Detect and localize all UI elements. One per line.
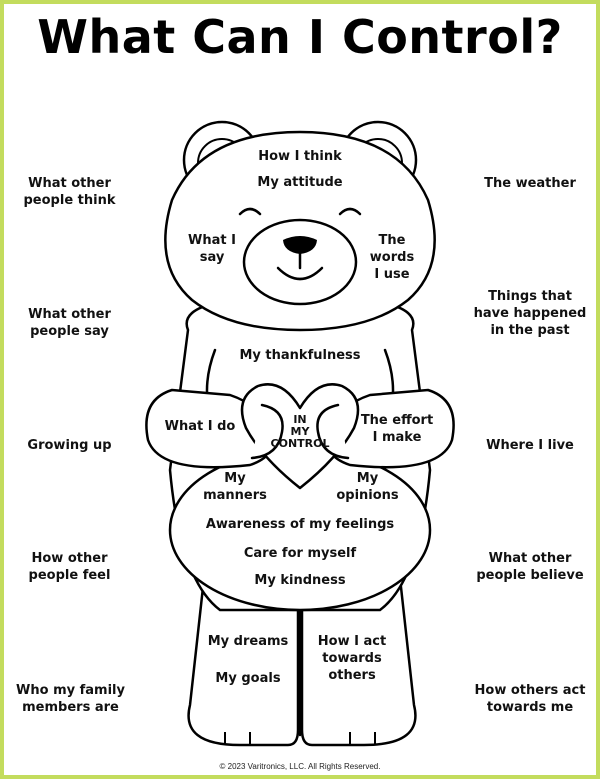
label-my-thankfulness: My thankfulness [239,348,361,363]
label-what-other-people-believe: What other people believe [476,551,584,583]
label-how-other-people-feel: How other people feel [28,551,111,583]
label-my-kindness: My kindness [254,573,346,588]
label-the-words-i-use: The words I use [369,233,415,282]
label-who-my-family-members-are: Who my family members are [16,683,125,715]
label-how-i-act-towards-others: How I act towards others [317,634,387,683]
left-paw [250,403,284,460]
label-my-attitude: My attitude [257,175,343,190]
label-how-others-act-towards-me: How others act towards me [474,683,586,715]
label-how-i-think: How I think [258,149,342,164]
label-my-opinions: My opinions [336,471,399,503]
mouth [276,266,324,281]
right-eye [338,207,362,216]
label-things-that-have-happened: Things that have happened in the past [473,289,587,338]
label-my-goals: My goals [215,671,281,686]
label-where-i-live: Where I live [486,438,574,453]
label-what-i-do: What I do [164,419,236,434]
label-my-dreams: My dreams [207,634,289,649]
copyright-footer: © 2023 Varitronics, LLC. All Rights Rese… [219,762,381,771]
label-in-my-control: IN MY CONTROL [270,413,330,450]
label-the-weather: The weather [484,176,576,191]
label-the-effort-i-make: The effort I make [360,413,434,445]
page-title: What Can I Control? [37,10,563,64]
nose [283,236,317,254]
label-awareness-of-my-feelings: Awareness of my feelings [205,517,395,532]
label-what-i-say: What I say [188,233,236,265]
right-paw [316,403,350,460]
left-eye [238,207,262,216]
label-what-other-people-think: What other people think [23,176,116,208]
label-what-other-people-say: What other people say [28,307,111,339]
label-growing-up: Growing up [27,438,112,453]
label-my-manners: My manners [203,471,267,503]
label-care-for-myself: Care for myself [243,546,357,561]
